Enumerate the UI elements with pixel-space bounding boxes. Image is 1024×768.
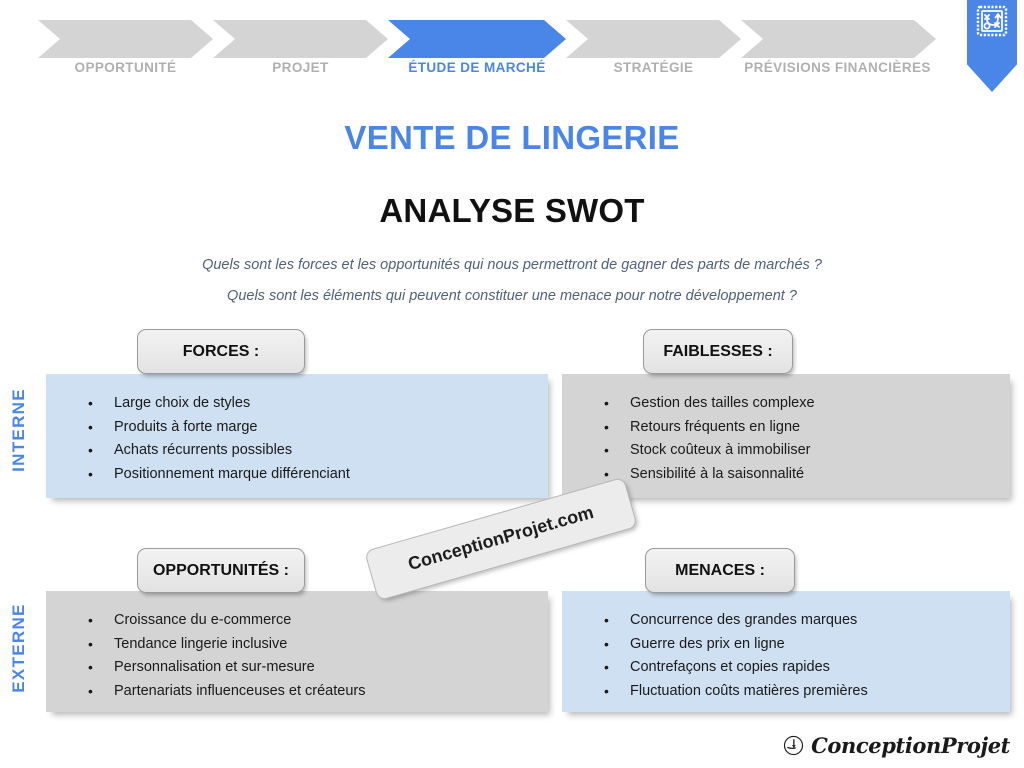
- bullet-icon: •: [88, 612, 93, 628]
- footer-brand-name: ConceptionProjet: [811, 733, 1010, 758]
- list-item-label: Achats récurrents possibles: [114, 442, 293, 458]
- swot-header-forces: FORCES :: [137, 329, 305, 374]
- swot-list-faiblesses: • Gestion des tailles complexe • Retours f…: [582, 392, 988, 486]
- strategy-board-icon: [976, 5, 1008, 37]
- process-step-label-projet: PROJET: [272, 60, 329, 75]
- list-item: • Gestion des tailles complexe: [582, 392, 988, 416]
- bullet-icon: •: [604, 395, 609, 411]
- bullet-icon: •: [88, 395, 93, 411]
- bullet-icon: •: [88, 659, 93, 675]
- process-step-projet[interactable]: [213, 20, 388, 58]
- bullet-icon: •: [604, 635, 609, 652]
- process-step-label-strategie: STRATÉGIE: [613, 60, 694, 75]
- bullet-icon: •: [88, 442, 93, 458]
- process-step-strategie[interactable]: [566, 20, 741, 58]
- list-item-label: Stock coûteux à immobiliser: [630, 442, 811, 458]
- process-step-label-etude-de-marche: ÉTUDE DE MARCHÉ: [408, 60, 546, 75]
- list-item: • Tendance lingerie inclusive: [66, 633, 526, 657]
- swot-panel-forces: • Large choix de styles • Produits à forte…: [46, 374, 548, 498]
- process-step-label-opportunite: OPPORTUNITÉ: [74, 60, 177, 75]
- list-item-label: Produits à forte marge: [114, 418, 258, 435]
- list-item: • Large choix de styles: [66, 392, 526, 416]
- swot-panel-opportunites: • Croissance du e-commerce • Tendance ling…: [46, 591, 548, 712]
- list-item-label: Retours fréquents en ligne: [630, 418, 801, 435]
- conception-projet-logo-icon: [784, 735, 804, 756]
- list-item: • Contrefaçons et copies rapides: [582, 656, 988, 680]
- process-marker-pin: [967, 0, 1017, 92]
- list-item-label: Personnalisation et sur-mesure: [114, 659, 315, 675]
- list-item: • Personnalisation et sur-mesure: [66, 656, 526, 680]
- swot-list-forces: • Large choix de styles • Produits à forte…: [66, 392, 526, 486]
- list-item-label: Gestion des tailles complexe: [630, 395, 815, 411]
- list-item-label: Tendance lingerie inclusive: [114, 635, 288, 652]
- bullet-icon: •: [604, 612, 609, 628]
- swot-list-opportunites: • Croissance du e-commerce • Tendance ling…: [66, 609, 526, 703]
- bullet-icon: •: [88, 682, 93, 699]
- list-item-label: Croissance du e-commerce: [114, 612, 292, 628]
- list-item: • Produits à forte marge: [66, 416, 526, 440]
- process-step-previsions-financieres[interactable]: [741, 20, 936, 58]
- bullet-icon: •: [604, 442, 609, 458]
- swot-panel-menaces: • Concurrence des grandes marques • Guerre…: [562, 591, 1010, 712]
- process-step-bar: OPPORTUNITÉ PROJET ÉTUDE DE MARCHÉ STRAT…: [0, 0, 1024, 100]
- axis-label-externe: EXTERNE: [9, 603, 28, 693]
- bullet-icon: •: [88, 635, 93, 652]
- list-item: • Croissance du e-commerce: [66, 609, 526, 633]
- process-step-label-previsions-financieres: PRÉVISIONS FINANCIÈRES: [744, 60, 931, 75]
- axis-label-interne: INTERNE: [9, 388, 28, 472]
- page-title: VENTE DE LINGERIE: [344, 119, 680, 156]
- list-item: • Retours fréquents en ligne: [582, 416, 988, 440]
- bullet-icon: •: [604, 682, 609, 699]
- list-item-label: Guerre des prix en ligne: [630, 635, 785, 652]
- swot-header-opportunites: OPPORTUNITÉS :: [137, 548, 305, 593]
- process-step-opportunite[interactable]: [38, 20, 213, 58]
- list-item-label: Large choix de styles: [114, 395, 251, 411]
- bullet-icon: •: [604, 659, 609, 675]
- list-item: • Stock coûteux à immobiliser: [582, 439, 988, 463]
- list-item: • Partenariats influenceuses et créateurs: [66, 680, 526, 704]
- guiding-question-2: Quels sont les éléments qui peuvent cons…: [227, 288, 797, 304]
- swot-panel-faiblesses: • Gestion des tailles complexe • Retours f…: [562, 374, 1010, 498]
- guiding-question-1: Quels sont les forces et les opportunité…: [202, 257, 822, 273]
- bullet-icon: •: [604, 465, 609, 482]
- page-subtitle: ANALYSE SWOT: [379, 192, 645, 229]
- swot-list-menaces: • Concurrence des grandes marques • Guerre…: [582, 609, 988, 703]
- list-item-label: Concurrence des grandes marques: [630, 612, 858, 628]
- list-item: • Achats récurrents possibles: [66, 439, 526, 463]
- swot-header-faiblesses: FAIBLESSES :: [643, 329, 793, 374]
- bullet-icon: •: [88, 465, 93, 482]
- list-item-label: Partenariats influenceuses et créateurs: [114, 682, 366, 699]
- footer-brand[interactable]: ConceptionProjet: [783, 733, 1010, 758]
- list-item-label: Sensibilité à la saisonnalité: [630, 465, 805, 482]
- list-item: • Sensibilité à la saisonnalité: [582, 463, 988, 487]
- list-item: • Positionnement marque différenciant: [66, 463, 526, 487]
- list-item: • Concurrence des grandes marques: [582, 609, 988, 633]
- process-step-etude-de-marche[interactable]: [388, 20, 566, 58]
- list-item-label: Fluctuation coûts matières premières: [630, 682, 868, 699]
- list-item: • Fluctuation coûts matières premières: [582, 680, 988, 704]
- bullet-icon: •: [88, 418, 93, 435]
- list-item: • Guerre des prix en ligne: [582, 633, 988, 657]
- list-item-label: Positionnement marque différenciant: [114, 465, 350, 482]
- list-item-label: Contrefaçons et copies rapides: [630, 659, 830, 675]
- swot-header-menaces: MENACES :: [645, 548, 795, 593]
- bullet-icon: •: [604, 418, 609, 435]
